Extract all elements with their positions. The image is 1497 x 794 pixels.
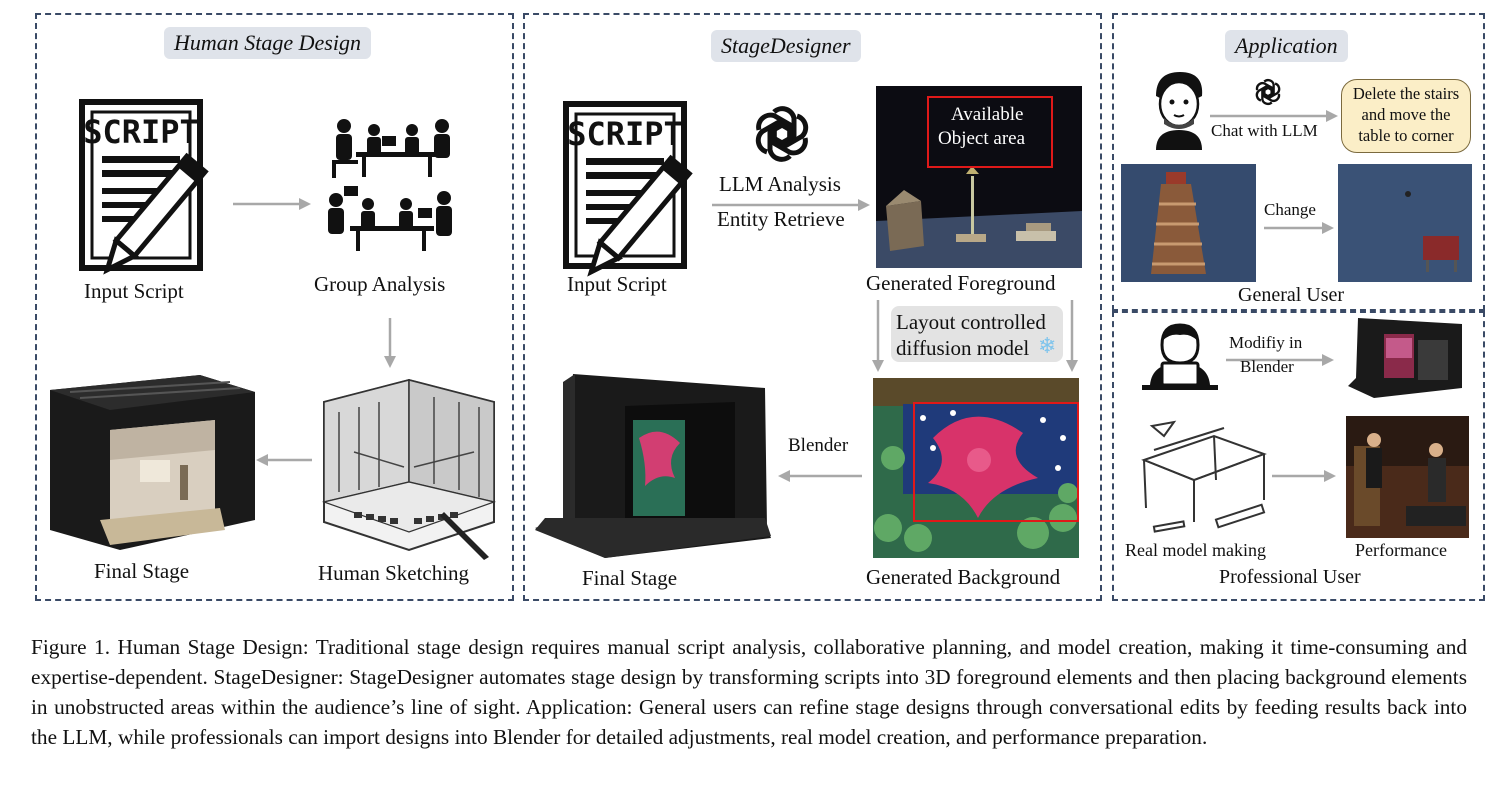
- label-final-stage-stagedesigner: Final Stage: [582, 566, 678, 590]
- openai-logo-icon: [755, 106, 809, 162]
- available-object-area-box: [927, 96, 1053, 168]
- panel-human-stage-design: [35, 13, 514, 601]
- script-icon-text: SCRIPT: [567, 115, 683, 153]
- panel-application-professional: [1112, 311, 1485, 601]
- final-stage-render-image: [535, 368, 775, 568]
- label-object-area: Object area: [938, 128, 1026, 149]
- user-face-icon: [1156, 72, 1203, 150]
- arrow-modify: [1226, 354, 1334, 366]
- stage-before-image: [1121, 164, 1256, 282]
- blender-model-image: [1344, 316, 1464, 400]
- arrow-background-to-final: [778, 470, 862, 482]
- label-change: Change: [1264, 200, 1316, 219]
- label-modify-blender: Blender: [1240, 357, 1294, 376]
- arrow-model-to-performance: [1272, 470, 1336, 482]
- professional-user-laptop-icon: [1142, 323, 1218, 390]
- arrow-chat: [1210, 110, 1338, 122]
- arrow-group-to-sketch: [384, 318, 396, 368]
- label-generated-foreground: Generated Foreground: [866, 271, 1056, 295]
- bubble-line-2: and move the: [1361, 105, 1451, 124]
- script-document-icon: SCRIPT: [79, 99, 209, 275]
- label-entity-retrieve: Entity Retrieve: [717, 207, 845, 231]
- bubble-line-3: table to corner: [1358, 126, 1454, 145]
- label-llm-analysis: LLM Analysis: [719, 172, 841, 196]
- label-general-user: General User: [1238, 284, 1345, 306]
- label-input-script-stagedesigner: Input Script: [567, 272, 667, 296]
- panel-stagedesigner: [523, 13, 1102, 601]
- object-area-box-background: [913, 402, 1079, 522]
- chat-bubble: Delete the stairs and move the table to …: [1341, 79, 1471, 153]
- label-final-stage-human: Final Stage: [94, 559, 190, 583]
- label-real-model-making: Real model making: [1125, 540, 1266, 560]
- label-performance: Performance: [1355, 540, 1447, 560]
- panel-title-stagedesigner: StageDesigner: [711, 30, 861, 62]
- figure-caption: Figure 1. Human Stage Design: Traditiona…: [31, 635, 1467, 749]
- arrow-change: [1264, 222, 1334, 234]
- generated-background-image: [873, 378, 1079, 558]
- script-icon-text: SCRIPT: [83, 113, 199, 151]
- panel-title-human-stage-design: Human Stage Design: [164, 27, 371, 59]
- workbench-tools-icon: [1141, 420, 1267, 533]
- label-chat-with-llm: Chat with LLM: [1211, 121, 1318, 140]
- arrow-foreground-to-background-right: [1066, 300, 1078, 372]
- arrow-foreground-to-background-left: [872, 300, 884, 372]
- layout-diffusion-box: [891, 306, 1063, 362]
- label-available: Available: [951, 104, 1024, 125]
- generated-foreground-image: [876, 86, 1082, 268]
- performance-photo: [1346, 416, 1469, 538]
- label-diffusion-model: diffusion model: [896, 336, 1030, 360]
- label-input-script-human: Input Script: [84, 279, 184, 303]
- panel-title-application: Application: [1225, 30, 1348, 62]
- final-stage-model-image: [40, 370, 260, 560]
- bubble-line-1: Delete the stairs: [1352, 84, 1460, 103]
- openai-logo-icon: [1255, 78, 1281, 106]
- label-professional-user: Professional User: [1219, 566, 1361, 588]
- script-document-icon: SCRIPT: [563, 101, 693, 277]
- panel-application-general: [1112, 13, 1485, 311]
- arrow-script-to-foreground: [712, 199, 870, 211]
- human-sketching-image: [314, 372, 499, 562]
- label-group-analysis: Group Analysis: [314, 272, 446, 296]
- arrow-sketch-to-final: [256, 454, 312, 466]
- group-meeting-icon: [328, 119, 452, 251]
- label-layout-controlled: Layout controlled: [896, 310, 1046, 334]
- label-generated-background: Generated Background: [866, 565, 1061, 589]
- label-modify-in: Modifiy in: [1229, 333, 1303, 352]
- label-blender: Blender: [788, 435, 849, 456]
- snowflake-icon: ❄: [1038, 334, 1057, 359]
- stage-after-image: [1338, 164, 1472, 282]
- label-human-sketching: Human Sketching: [318, 561, 470, 585]
- arrow-script-to-group: [233, 198, 311, 210]
